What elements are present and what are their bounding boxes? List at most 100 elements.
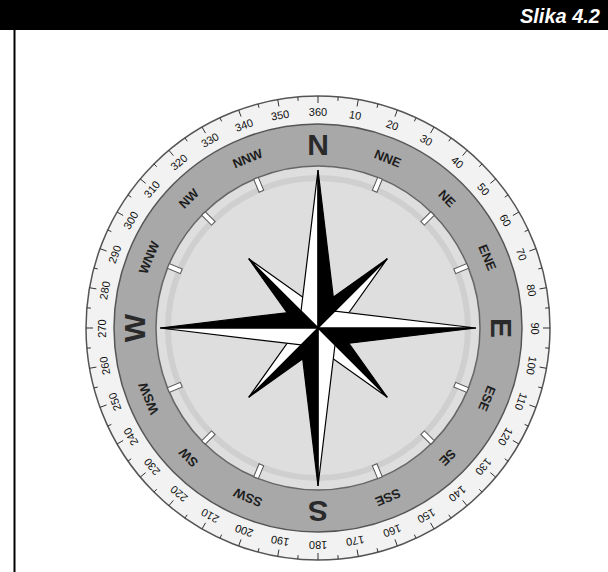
degree-tick [479, 489, 482, 492]
main-point [160, 328, 318, 345]
degree-tick [169, 150, 173, 155]
cardinal-point: S [308, 496, 328, 526]
degree-tick [505, 459, 508, 461]
degree-tick [154, 164, 157, 167]
degree-tick [377, 104, 378, 108]
degree-number: 190 [270, 534, 290, 548]
degree-number: 270 [96, 319, 107, 337]
degree-tick [90, 367, 97, 368]
degree-tick [202, 523, 206, 529]
degree-tick [490, 473, 495, 477]
main-point [318, 311, 476, 328]
degree-tick [318, 96, 319, 103]
degree-tick [545, 347, 549, 348]
direction-mark [202, 431, 215, 444]
degree-tick [337, 97, 338, 101]
figure-title: Slika 4.2 [520, 5, 600, 28]
degree-tick [258, 104, 259, 108]
degree-number: 170 [346, 534, 366, 548]
degree-tick [395, 110, 397, 117]
degree-tick [94, 387, 98, 388]
direction-mark [202, 212, 215, 225]
direction-mark [454, 382, 469, 392]
direction-band [114, 124, 522, 532]
degree-tick [449, 515, 451, 518]
degree-tick [202, 127, 206, 133]
degree-number: 90 [529, 322, 540, 334]
degree-tick [529, 249, 536, 251]
degree-tick [108, 424, 112, 426]
degree-tick [543, 328, 550, 329]
degree-tick [239, 539, 241, 546]
degree-tick [86, 328, 93, 329]
degree-tick [185, 515, 187, 518]
degree-tick [140, 179, 145, 183]
degree-tick [529, 405, 536, 407]
degree-tick [540, 367, 547, 368]
degree-number: 100 [524, 356, 538, 376]
degree-tick [154, 489, 157, 492]
degree-number: 80 [524, 283, 537, 297]
cardinal-point: W [120, 314, 150, 342]
cardinal-point: E [486, 318, 516, 338]
direction-mark [167, 264, 182, 274]
degree-tick [87, 307, 91, 308]
degree-tick [297, 555, 298, 559]
degree-tick [431, 523, 435, 529]
direction-mark [254, 177, 264, 192]
degree-number: 180 [309, 539, 327, 550]
degree-tick [377, 548, 378, 552]
degree-tick [357, 100, 358, 107]
degree-tick [220, 535, 222, 539]
main-point [318, 328, 335, 486]
degree-tick [463, 150, 467, 155]
degree-tick [87, 347, 91, 348]
degree-tick [100, 249, 107, 251]
degree-tick [414, 535, 416, 539]
degree-tick [185, 138, 187, 141]
degree-tick [395, 539, 397, 546]
degree-tick [449, 138, 451, 141]
degree-tick [90, 288, 97, 289]
header-bar [0, 0, 608, 30]
inner-disc [156, 166, 480, 490]
main-point [160, 311, 318, 328]
degree-tick [538, 268, 542, 269]
degree-tick [337, 555, 338, 559]
direction-mark [454, 264, 469, 274]
degree-tick [525, 424, 529, 426]
direction-mark [421, 431, 434, 444]
degree-tick [169, 500, 173, 505]
degree-tick [94, 268, 98, 269]
degree-tick [117, 212, 123, 216]
degree-tick [128, 195, 131, 197]
degree-tick [513, 212, 519, 216]
degree-tick [505, 195, 508, 197]
cardinal-point: N [307, 130, 329, 160]
direction-mark [254, 464, 264, 479]
main-point [301, 170, 318, 328]
degree-tick [318, 553, 319, 560]
degree-tick [258, 548, 259, 552]
degree-tick [431, 127, 435, 133]
degree-tick [525, 230, 529, 232]
degree-tick [357, 550, 358, 557]
degree-number: 360 [309, 107, 327, 118]
degree-tick [100, 405, 107, 407]
degree-tick [278, 550, 279, 557]
degree-tick [414, 118, 416, 122]
degree-tick [108, 230, 112, 232]
degree-tick [490, 179, 495, 183]
degree-tick [297, 97, 298, 101]
degree-tick [220, 118, 222, 122]
main-point [301, 328, 318, 486]
direction-mark [372, 177, 382, 192]
degree-tick [538, 387, 542, 388]
direction-mark [372, 464, 382, 479]
degree-tick [128, 459, 131, 461]
degree-tick [117, 441, 123, 445]
degree-tick [479, 164, 482, 167]
degree-tick [545, 307, 549, 308]
degree-tick [140, 473, 145, 477]
